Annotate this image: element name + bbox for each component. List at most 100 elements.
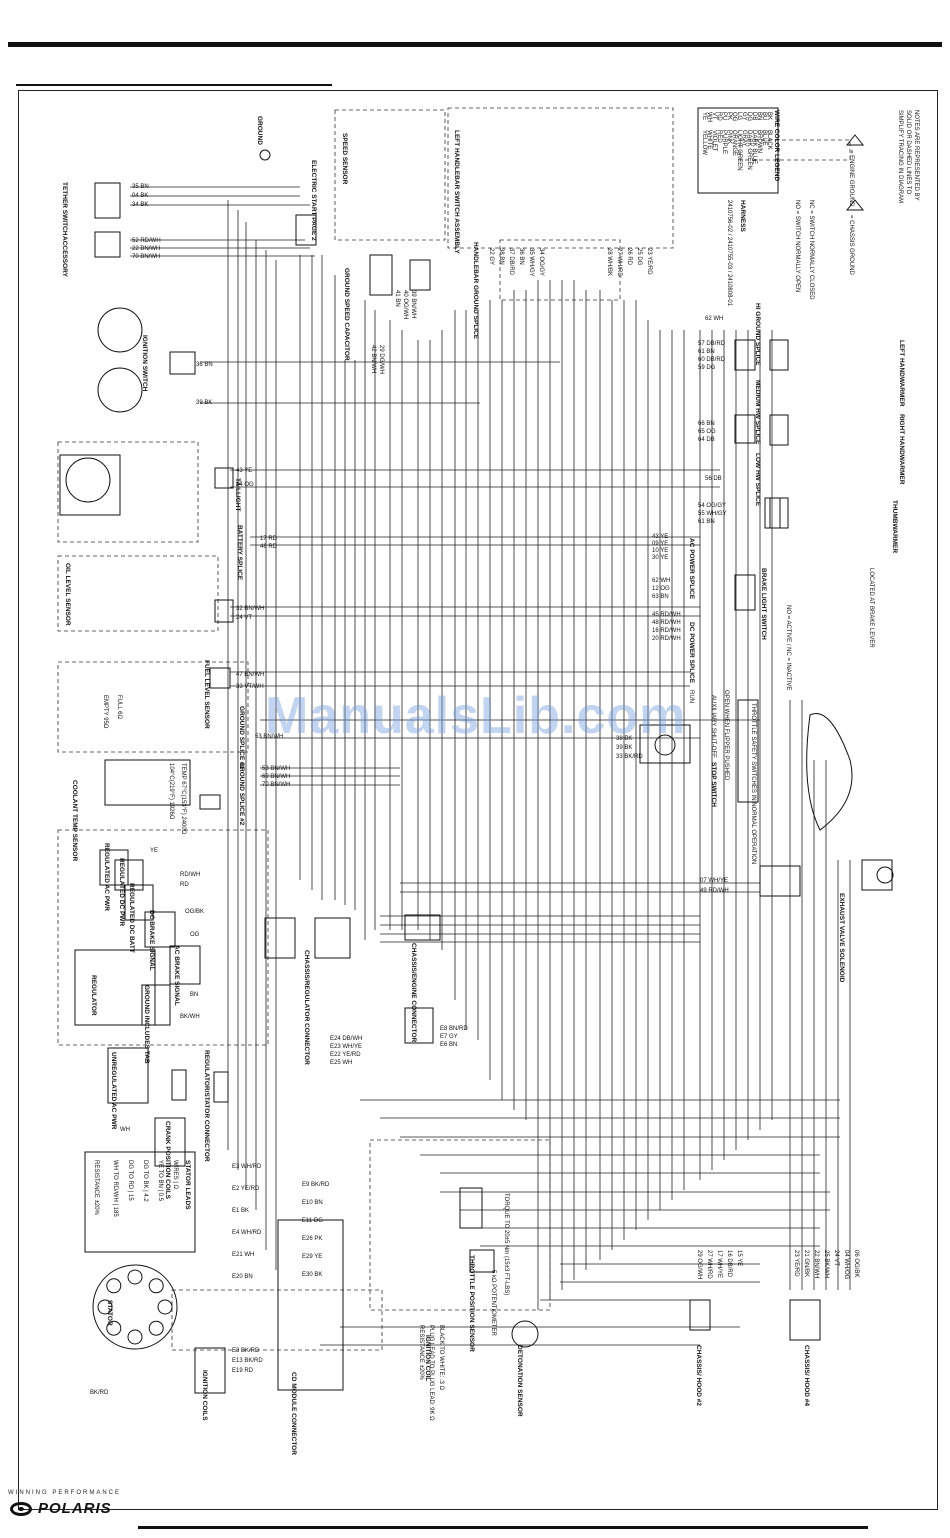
electric-start-label: ELECTRIC START PAGE 2 (310, 160, 317, 241)
wire-traces (130, 186, 851, 1346)
stop-wire-label: 33 BK/RD (616, 754, 643, 760)
stator-winding-icon (127, 1269, 143, 1285)
stator-table-row: WIRES | Ω (172, 1160, 178, 1190)
capacitor-box (369, 254, 393, 296)
left-hw-label: LEFT HANDWARMER (898, 340, 905, 407)
dc-brake-label: DC BRAKE SIGNAL (148, 910, 155, 971)
accessory-label: ACCESSORY (61, 236, 68, 278)
regulator-box (74, 949, 156, 1026)
fuel-table-row: FULL 6Ω (116, 695, 122, 719)
color-code: DB (751, 112, 757, 120)
dc-brake-box (144, 911, 176, 948)
tps-label: THROTTLE POSITION SENSOR (468, 1255, 475, 1352)
ac-power-wire-label: 30 YE (652, 555, 668, 561)
dc-power-wire-label: 16 RD/WH (652, 628, 681, 634)
detonation-sensor-icon (511, 1320, 539, 1348)
accessory-wire-label: 22 BN/WH (132, 246, 160, 252)
cd-left-wire-label: E2 YE/RD (232, 1186, 260, 1192)
notes-line: SOLID OR DASHED LINES TO (905, 110, 911, 194)
stop-wire-label: 39 BK (616, 745, 632, 751)
cd-left-wire-label: E21 WH (232, 1252, 254, 1258)
capacitor-wire-label: 42 BN/WH (370, 345, 376, 373)
stator-table-box (84, 1151, 196, 1253)
brake-switch-box (734, 574, 756, 611)
nc-note: NC = SWITCH NORMALLY CLOSED (808, 200, 814, 300)
exhaust-connector-box (759, 865, 801, 897)
dashed-enclosure (739, 139, 851, 161)
ground-splice1-label: GROUND SPLICE #1 (238, 706, 245, 770)
hi-ground-label: HI GROUND SPLICE (754, 303, 761, 366)
ground2-wire-label: 70 BN/WH (262, 782, 290, 788)
ignition-note: RESISTANCE ±20% (418, 1325, 424, 1381)
color-name: ORANGE (731, 130, 737, 156)
color-name: LIGHT GREEN (736, 130, 742, 171)
taillight-label: TAILLIGHT (234, 478, 241, 511)
capacitor-label: GROUND SPEED CAPACITOR (343, 268, 350, 361)
exhaust-wire-label: 07 WH/YE (700, 878, 728, 884)
stop-switch-box (639, 724, 691, 764)
hood4-wire-label: 04 WH/OG (843, 1250, 849, 1280)
cd-left-wire-label: E3 WH/RD (232, 1164, 262, 1170)
harness-title: HARNESS (739, 200, 746, 232)
hood2-wire-label: 16 DB/RD (726, 1250, 732, 1278)
left-switch-wire-label: 27 WH/RD (616, 248, 622, 277)
color-name: YELLOW (701, 130, 707, 155)
ground-tab-label: GROUND INCLUDES TAB (143, 985, 150, 1064)
color-name: DARK BLUE (751, 130, 757, 164)
taillight-wire-label: 43 YE (236, 468, 252, 474)
ground-tab-box (141, 984, 171, 1026)
ac-brake-box (169, 945, 201, 985)
ign-wire-label: E3 BK/RD (232, 1348, 260, 1354)
left-switch-wire-label-b: 38 BN (498, 248, 504, 265)
regulator-label: REGULATOR (90, 975, 97, 1016)
left-switch-wire-label-b: 22 GY (488, 248, 494, 265)
exhaust-solenoid-box (861, 859, 893, 891)
medium-hw-label: MEDIUM HW SPLICE (754, 380, 761, 445)
ign-wire-label: E13 BK/RD (232, 1358, 263, 1364)
ignition-note: BLACK TO WHITE: .3 Ω (438, 1325, 444, 1390)
bottom-rule (138, 1526, 868, 1529)
electric-start-box (295, 214, 317, 246)
taillight-connector-box (214, 467, 234, 489)
thumb-wire-label: 61 BN (698, 519, 715, 525)
dashed-enclosure (334, 109, 446, 241)
ac-power-wire-label: 09 YE (652, 541, 668, 547)
hi-ground-wire-label: 62 WH (705, 316, 723, 322)
detonation-note: TORQUE TO 20±5 Nm (15±3 FT-LBS) (503, 1193, 509, 1295)
dashed-enclosure (447, 107, 674, 249)
ignition-note: PLUG LEAD TO PLUG LEAD: 9K Ω (428, 1325, 434, 1421)
brake-wire-label: 63 BN (652, 594, 669, 600)
cd-left-wire-label: E4 WH/RD (232, 1230, 262, 1236)
reg-dc-label: REGULATED DC PWR (118, 858, 125, 926)
chassis-engine-wire-right: E7 GY (440, 1034, 458, 1040)
ignition-key-icon (97, 367, 143, 413)
color-name: RED (716, 130, 722, 143)
regulator-wire-label: RD (180, 882, 189, 888)
color-code: BN (756, 112, 762, 120)
left-switch-label: LEFT HANDLEBAR SWITCH ASSEMBLY (453, 130, 460, 254)
ac-power-wire-label: 43 YE (652, 534, 668, 540)
exhaust-solenoid-label: EXHAUST VALVE SOLENOID (838, 893, 845, 983)
color-code: LG (736, 112, 742, 120)
ground-label: GROUND (256, 116, 263, 145)
dashed-boundaries (57, 107, 851, 1351)
throttle-note-box (737, 699, 759, 803)
color-name: VIOLET (711, 130, 717, 152)
speed-wire-label: 39 BN/WH (410, 290, 416, 318)
reg-ac-label: REGULATED AC PWR (103, 843, 110, 911)
hood4-wire-label: 22 BN/WH (813, 1250, 819, 1278)
color-name: PURPLE (721, 130, 727, 154)
dc-power-wire-label: 48 RD/WH (652, 620, 681, 626)
hood4-wire-label: 23 YE/RD (793, 1250, 799, 1277)
fuel-connector-box (209, 667, 231, 689)
tether-switch-box (94, 182, 121, 219)
stator-coil-icon (92, 1264, 178, 1350)
unreg-ac-label: UNREGULATED AC PWR (110, 1052, 117, 1130)
color-legend-title: WIRE COLOR LEGEND (773, 110, 780, 181)
dc-power-wire-label: 45 RD/WH (652, 612, 681, 618)
ground1-wire-label: 53 BN/WH (255, 734, 283, 740)
color-name: BLUE (761, 130, 767, 146)
regulator-wire-label: BK/WH (180, 1014, 200, 1020)
dashed-enclosure (57, 555, 219, 632)
left-switch-wire-label: 28 WH/BK (606, 248, 612, 276)
